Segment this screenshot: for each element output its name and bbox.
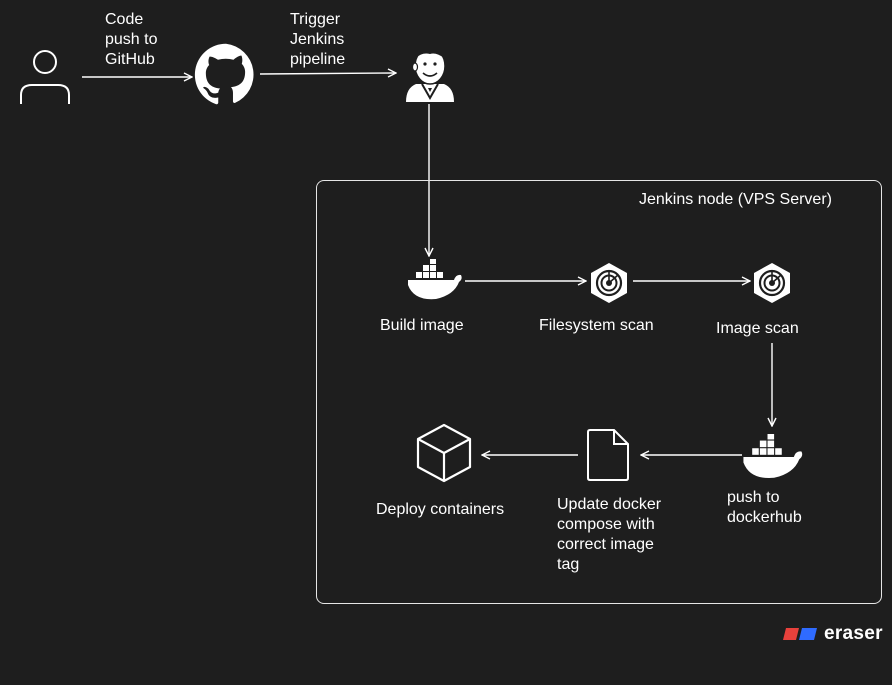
github-icon [194,43,254,105]
docker-icon [408,259,462,300]
cube-icon [416,423,472,483]
label-deploy-containers: Deploy containers [376,501,505,518]
label-trigger-pipeline: Trigger Jenkins pipeline [290,11,346,68]
label-filesystem-scan: Filesystem scan [539,317,654,334]
jenkins-icon [406,47,454,102]
eraser-mark-icon [783,628,817,640]
user-icon [20,50,70,104]
label-code-push: Code push to GitHub [105,11,158,68]
file-icon [587,429,629,481]
scan-icon [754,263,790,303]
jenkins-node-container [316,180,882,604]
label-update-compose: Update docker compose with correct image… [557,496,662,573]
docker-icon [743,434,803,479]
label-push-dockerhub: push to dockerhub [727,489,802,526]
scan-icon [591,263,627,303]
label-jenkins-node: Jenkins node (VPS Server) [639,191,832,208]
eraser-logo: eraser [782,623,883,644]
arrow-github-to-jenkins [259,73,396,74]
label-build-image: Build image [380,317,464,334]
eraser-wordmark: eraser [824,623,883,644]
label-image-scan: Image scan [716,320,799,337]
